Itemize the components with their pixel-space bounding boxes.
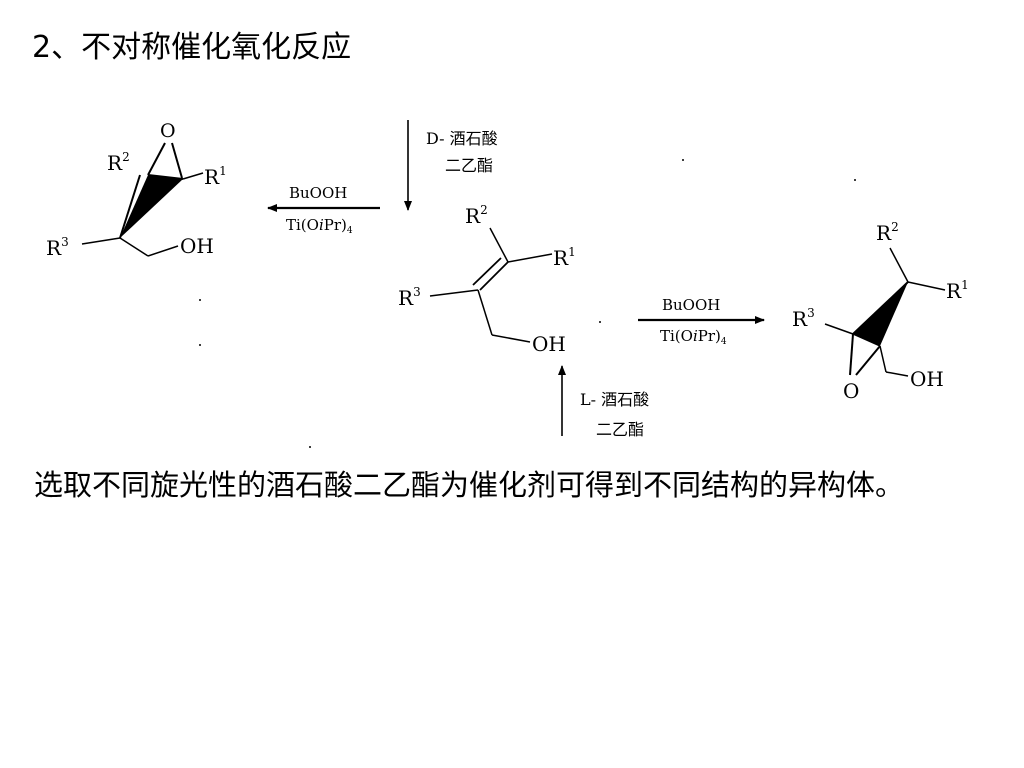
oxygen-label: O [843, 379, 859, 403]
r3-label: R3 [792, 306, 815, 331]
hydroxyl-label: OH [910, 367, 944, 391]
explanation-paragraph: 选取不同旋光性的酒石酸二乙酯为催化剂可得到不同结构的异构体。 [34, 468, 905, 502]
oxygen-label: O [160, 120, 176, 142]
hydroxyl-label: OH [532, 332, 566, 356]
r1-label: R1 [946, 278, 969, 303]
r2-label: R2 [107, 150, 130, 175]
titanium-reagent-label: Ti(OiPr)4 [286, 216, 353, 236]
reaction-arrow-left: BuOOH Ti(OiPr)4 [267, 184, 380, 236]
diethyl-ester-label-bottom: 二乙酯 [596, 420, 644, 439]
diethyl-ester-label-top: 二乙酯 [445, 156, 493, 175]
scan-speckles [199, 159, 856, 448]
titanium-reagent-label: Ti(OiPr)4 [660, 327, 727, 347]
slide-title: 2、不对称催化氧化反应 [32, 30, 352, 65]
reaction-arrow-right: BuOOH Ti(OiPr)4 [638, 296, 765, 347]
epoxide-product-left: O R2 R1 R3 OH [46, 120, 227, 260]
oxidant-label: BuOOH [662, 296, 720, 314]
l-tartrate-label: L- 酒石酸 [580, 390, 649, 409]
r1-label: R1 [553, 245, 576, 270]
r2-label: R2 [876, 220, 899, 245]
d-tartrate-label: D- 酒石酸 [426, 129, 498, 148]
epoxide-product-right: R2 R1 R3 OH O [792, 220, 969, 403]
reaction-scheme: O R2 R1 R3 OH BuOOH Ti(OiPr)4 D- 酒石酸 二乙酯… [46, 120, 969, 448]
oxidant-label: BuOOH [289, 184, 347, 202]
catalyst-arrow-top: D- 酒石酸 二乙酯 [404, 120, 498, 211]
r1-label: R1 [204, 164, 227, 189]
r3-label: R3 [46, 235, 69, 260]
catalyst-arrow-bottom: L- 酒石酸 二乙酯 [558, 365, 649, 439]
r3-label: R3 [398, 285, 421, 310]
hydroxyl-label: OH [180, 234, 214, 258]
r2-label: R2 [465, 203, 488, 228]
allylic-alcohol-substrate: R2 R1 R3 OH [398, 203, 576, 356]
